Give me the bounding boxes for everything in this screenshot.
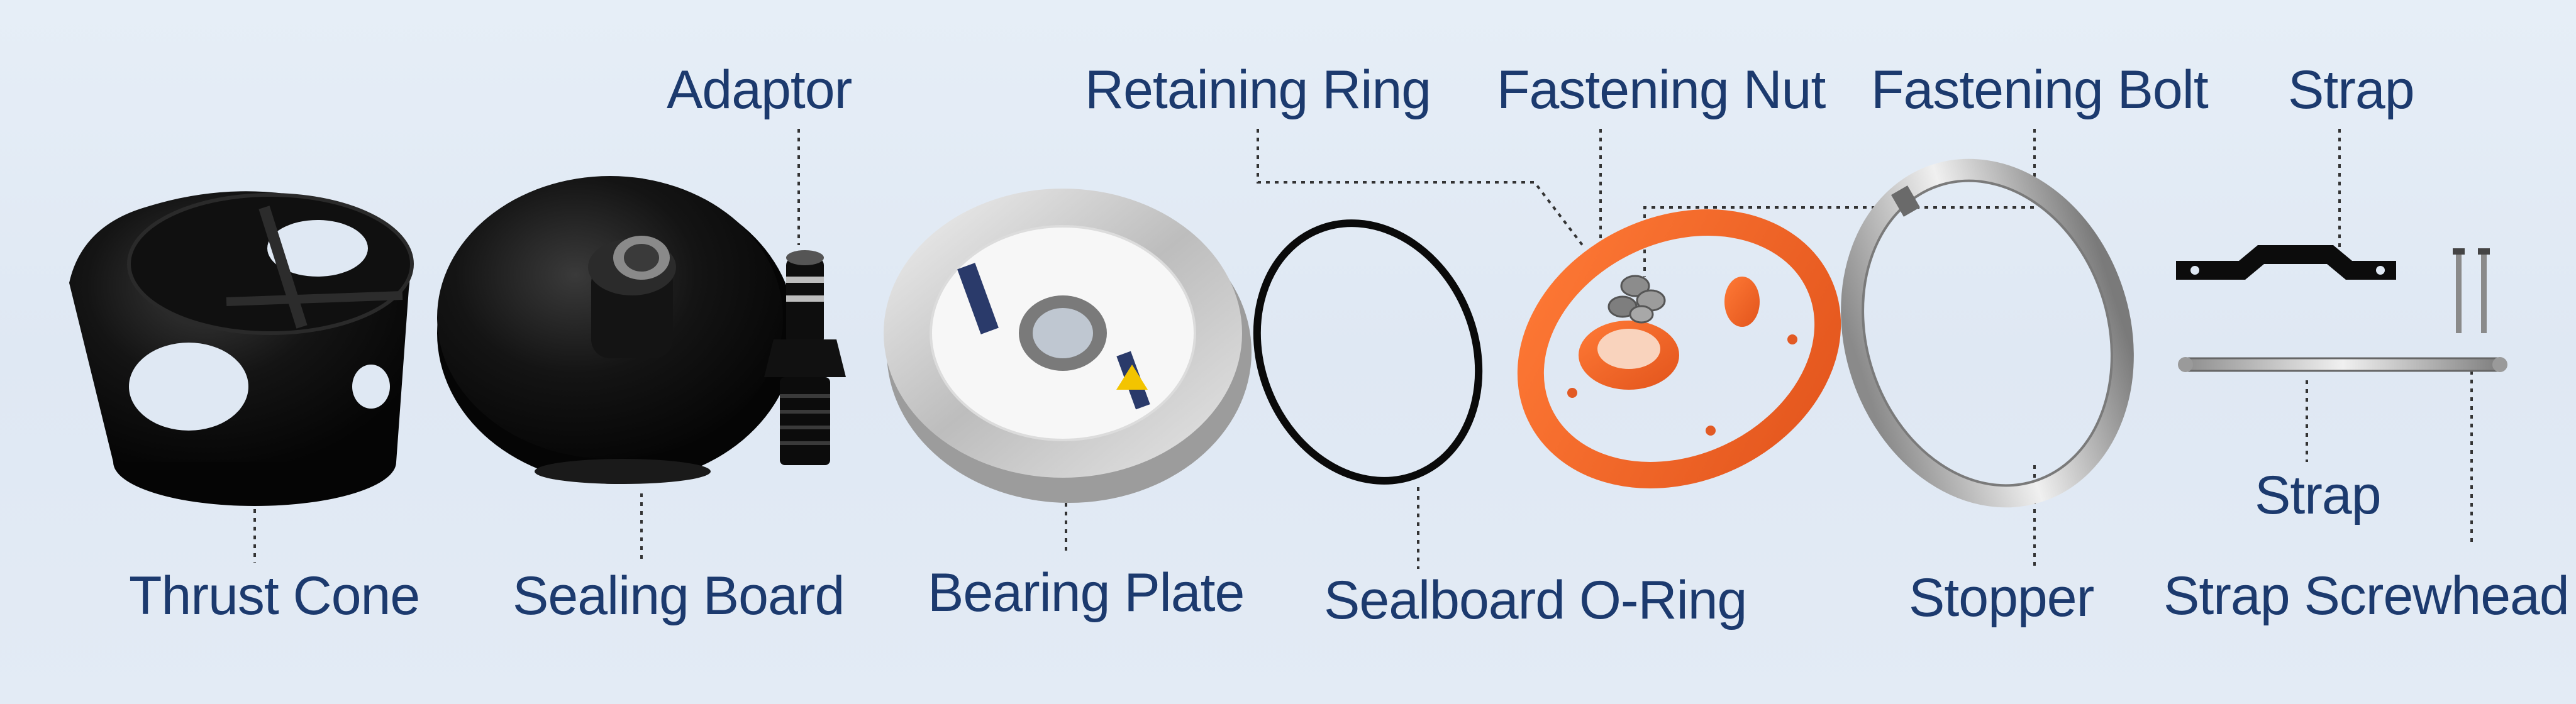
label-fastening-nut: Fastening Nut bbox=[1497, 60, 1826, 120]
strap-rod-part bbox=[2178, 357, 2507, 372]
bearing-plate-part bbox=[884, 189, 1252, 503]
label-stopper: Stopper bbox=[1909, 568, 2094, 628]
leader-retaining-ring bbox=[1257, 129, 1586, 250]
strap-bracket-part bbox=[2176, 245, 2396, 280]
leader-fastening-bolt bbox=[1643, 129, 2036, 277]
label-strap-bottom: Strap bbox=[2255, 465, 2382, 525]
label-retaining-ring: Retaining Ring bbox=[1085, 60, 1431, 120]
sealing-board-part bbox=[437, 176, 796, 484]
label-sealboard-oring: Sealboard O-Ring bbox=[1324, 570, 1747, 630]
label-sealing-board: Sealing Board bbox=[513, 566, 845, 626]
fastening-hardware-part bbox=[1607, 275, 1666, 324]
label-thrust-cone: Thrust Cone bbox=[129, 566, 420, 626]
adaptor-part bbox=[764, 250, 846, 465]
label-strap-screwhead: Strap Screwhead bbox=[2163, 566, 2570, 626]
thrust-cone-part bbox=[69, 191, 414, 506]
strap-screwhead-part bbox=[2453, 248, 2490, 333]
label-bearing-plate: Bearing Plate bbox=[928, 563, 1245, 623]
stopper-part bbox=[1841, 158, 2134, 508]
label-adaptor: Adaptor bbox=[667, 60, 852, 120]
retaining-ring-part bbox=[1517, 209, 1841, 488]
label-strap-top: Strap bbox=[2288, 60, 2415, 120]
sealboard-oring-part bbox=[1253, 219, 1483, 485]
label-fastening-bolt: Fastening Bolt bbox=[1871, 60, 2209, 120]
